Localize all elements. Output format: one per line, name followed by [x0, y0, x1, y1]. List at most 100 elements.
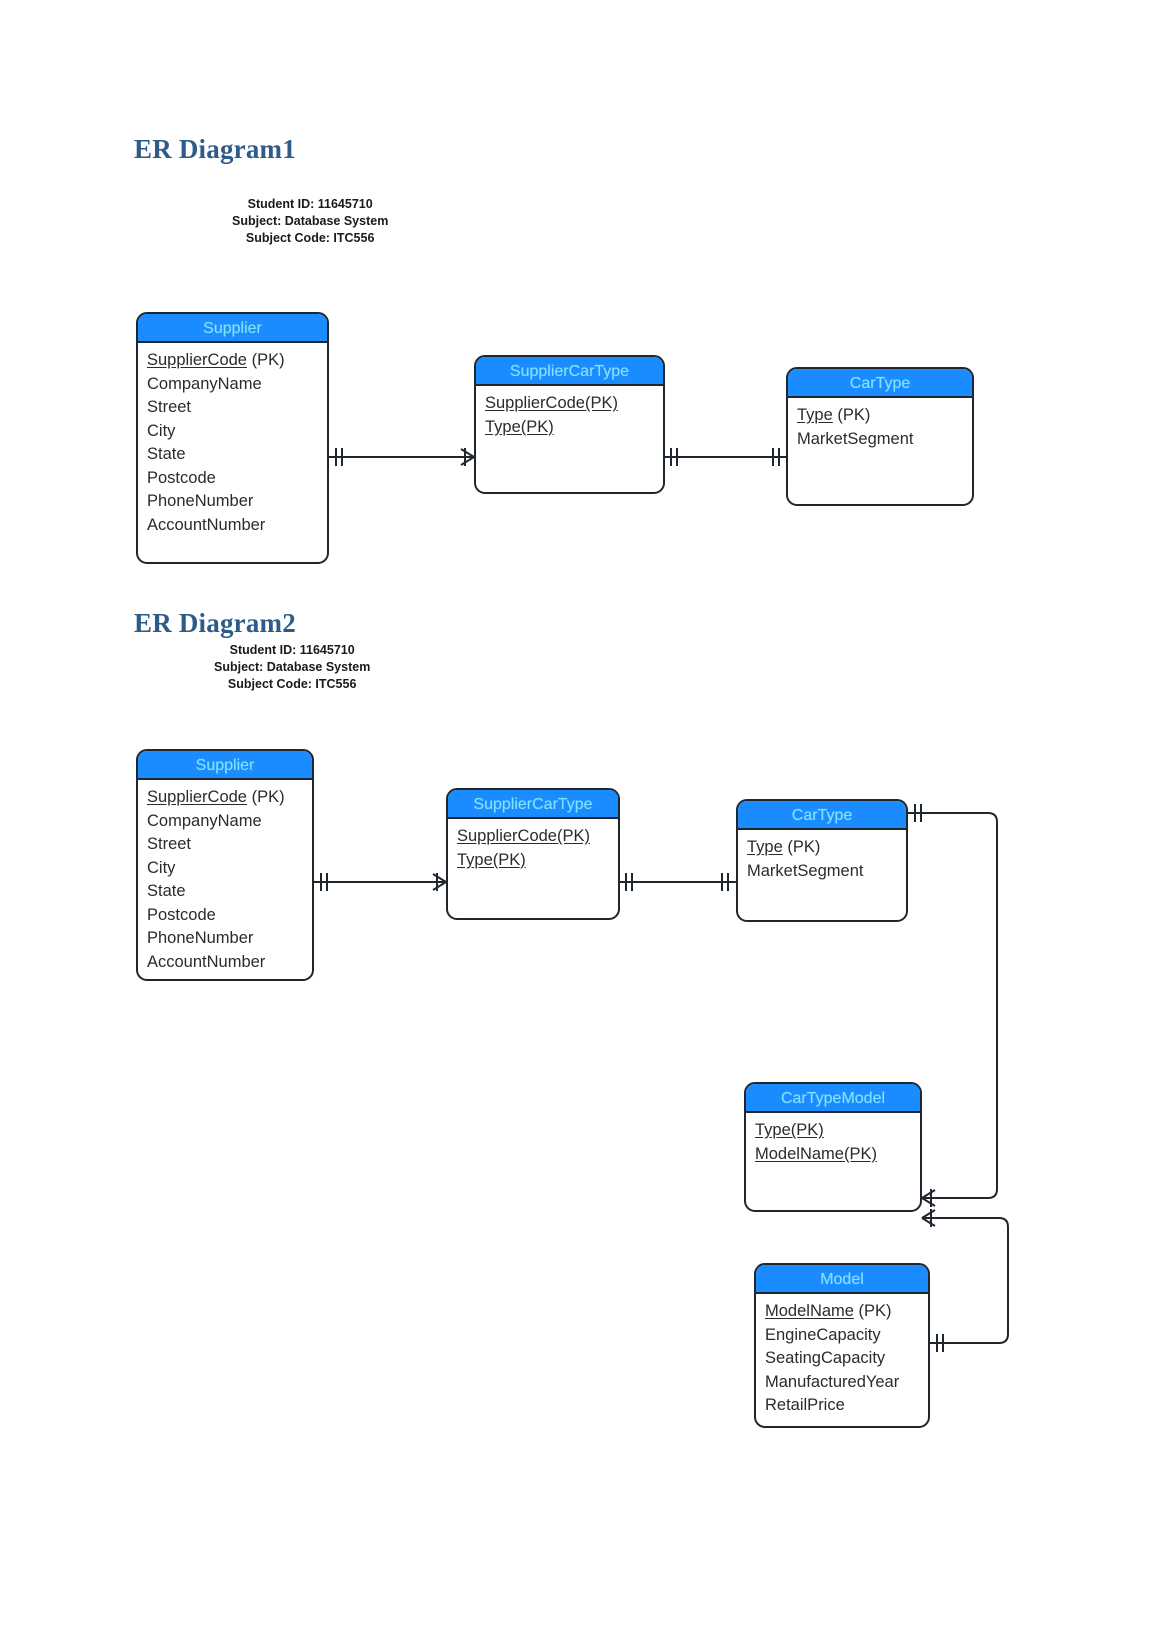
relationship-d1-suppliercartype-cartype: [665, 448, 786, 466]
entity-cartype[interactable]: CarType Type (PK) MarketSegment: [736, 799, 908, 922]
attribute-row: ModelName(PK): [755, 1143, 920, 1167]
attribute-pk-name: Type(PK): [485, 417, 554, 436]
attribute-row: Type(PK): [485, 416, 663, 440]
subject-code-line: Subject Code: ITC556: [245, 231, 375, 245]
attribute-pk-name: ModelName: [765, 1302, 854, 1320]
attribute-row: PhoneNumber: [147, 927, 312, 951]
attribute-label: AccountNumber: [147, 515, 266, 534]
subject-code-line: Subject Code: ITC556: [227, 677, 357, 691]
attribute-label: CompanyName: [147, 374, 262, 393]
attribute-label: State: [147, 445, 186, 463]
attribute-pk-name: Type: [797, 406, 833, 424]
entity-suppliercartype[interactable]: SupplierCarType SupplierCode(PK) Type(PK…: [474, 355, 665, 494]
attribute-row: State: [147, 880, 312, 904]
attribute-label: EngineCapacity: [765, 1325, 881, 1344]
attribute-row: PhoneNumber: [147, 490, 327, 514]
attribute-pk-name: SupplierCode(PK): [485, 394, 618, 412]
attribute-row: Type (PK): [747, 836, 906, 860]
attribute-row: MarketSegment: [747, 860, 906, 884]
entity-attributes-cartype: Type (PK) MarketSegment: [738, 830, 906, 889]
attribute-label: Postcode: [147, 905, 216, 924]
attribute-label: State: [147, 882, 186, 900]
attribute-pk-name: SupplierCode: [147, 351, 247, 369]
attribute-label: MarketSegment: [797, 429, 914, 448]
relationship-d2-suppliercartype-cartype: [620, 873, 736, 891]
attribute-row: CompanyName: [147, 373, 327, 397]
attribute-row: Street: [147, 833, 312, 857]
student-id-line: Student ID: 11645710: [229, 643, 355, 657]
entity-attributes-model: ModelName (PK) EngineCapacity SeatingCap…: [756, 1294, 928, 1424]
attribute-label: MarketSegment: [747, 861, 864, 880]
attribute-row: SupplierCode (PK): [147, 349, 327, 373]
attribute-row: Postcode: [147, 467, 327, 491]
attribute-label: PhoneNumber: [147, 929, 254, 947]
attribute-label: City: [147, 421, 176, 440]
relationship-d1-supplier-suppliercartype: [329, 448, 475, 466]
entity-header-cartypemodel: CarTypeModel: [746, 1084, 920, 1113]
attribute-label: RetailPrice: [765, 1396, 845, 1414]
er-diagram1-heading: ER Diagram1: [134, 134, 296, 164]
entity-attributes-suppliercartype: SupplierCode(PK) Type(PK): [448, 819, 618, 878]
er-diagram1-subtitle: Student ID: 11645710 Subject: Database S…: [232, 196, 388, 247]
attribute-row: SupplierCode(PK): [457, 825, 618, 849]
attribute-suffix: (PK): [832, 406, 871, 424]
attribute-suffix: (PK): [246, 351, 285, 369]
entity-attributes-cartype: Type (PK) MarketSegment: [788, 398, 972, 457]
attribute-row: ModelName (PK): [765, 1300, 928, 1324]
attribute-pk-name: ModelName(PK): [755, 1144, 877, 1163]
attribute-row: Type (PK): [797, 404, 972, 428]
attribute-label: AccountNumber: [147, 952, 266, 971]
attribute-suffix: (PK): [246, 788, 285, 806]
attribute-row: SeatingCapacity: [765, 1347, 928, 1371]
entity-header-cartype: CarType: [738, 801, 906, 830]
attribute-row: SupplierCode (PK): [147, 786, 312, 810]
entity-suppliercartype[interactable]: SupplierCarType SupplierCode(PK) Type(PK…: [446, 788, 620, 920]
entity-supplier[interactable]: Supplier SupplierCode (PK) CompanyName S…: [136, 749, 314, 981]
entity-header-suppliercartype: SupplierCarType: [448, 790, 618, 819]
attribute-row: ManufacturedYear: [765, 1371, 928, 1395]
attribute-suffix: (PK): [782, 838, 821, 856]
attribute-label: Postcode: [147, 468, 216, 487]
entity-cartype[interactable]: CarType Type (PK) MarketSegment: [786, 367, 974, 506]
entity-attributes-suppliercartype: SupplierCode(PK) Type(PK): [476, 386, 663, 445]
attribute-row: State: [147, 443, 327, 467]
entity-header-model: Model: [756, 1265, 928, 1294]
attribute-pk-name: SupplierCode(PK): [457, 827, 590, 845]
subject-line: Subject: Database System: [214, 660, 371, 674]
relationship-d2-model-cartypemodel: [921, 1209, 1009, 1352]
student-id-line: Student ID: 11645710: [247, 197, 373, 211]
attribute-pk-name: Type: [747, 838, 783, 856]
entity-header-supplier: Supplier: [138, 314, 327, 343]
er-diagram2-heading: ER Diagram2: [134, 608, 296, 638]
attribute-row: City: [147, 857, 312, 881]
entity-attributes-supplier: SupplierCode (PK) CompanyName Street Cit…: [138, 343, 327, 543]
attribute-pk-name: Type(PK): [457, 850, 526, 869]
entity-header-suppliercartype: SupplierCarType: [476, 357, 663, 386]
entity-attributes-cartypemodel: Type(PK) ModelName(PK): [746, 1113, 920, 1172]
attribute-pk-name: Type(PK): [755, 1121, 824, 1139]
attribute-row: City: [147, 420, 327, 444]
subject-line: Subject: Database System: [232, 214, 389, 228]
entity-supplier[interactable]: Supplier SupplierCode (PK) CompanyName S…: [136, 312, 329, 564]
attribute-label: Street: [147, 835, 192, 853]
attribute-row: CompanyName: [147, 810, 312, 834]
entity-cartypemodel[interactable]: CarTypeModel Type(PK) ModelName(PK): [744, 1082, 922, 1212]
attribute-row: RetailPrice: [765, 1394, 928, 1418]
attribute-label: City: [147, 858, 176, 877]
attribute-row: AccountNumber: [147, 514, 327, 538]
attribute-label: CompanyName: [147, 811, 262, 830]
entity-header-supplier: Supplier: [138, 751, 312, 780]
attribute-row: EngineCapacity: [765, 1324, 928, 1348]
attribute-row: Street: [147, 396, 327, 420]
entity-model[interactable]: Model ModelName (PK) EngineCapacity Seat…: [754, 1263, 930, 1428]
attribute-label: Street: [147, 398, 192, 416]
attribute-label: ManufacturedYear: [765, 1372, 900, 1391]
relationship-d2-supplier-suppliercartype: [314, 873, 447, 891]
attribute-row: Postcode: [147, 904, 312, 928]
attribute-pk-name: SupplierCode: [147, 788, 247, 806]
attribute-label: SeatingCapacity: [765, 1349, 886, 1367]
attribute-row: Type(PK): [457, 849, 618, 873]
attribute-row: AccountNumber: [147, 951, 312, 975]
er-diagram2-subtitle: Student ID: 11645710 Subject: Database S…: [214, 642, 370, 693]
